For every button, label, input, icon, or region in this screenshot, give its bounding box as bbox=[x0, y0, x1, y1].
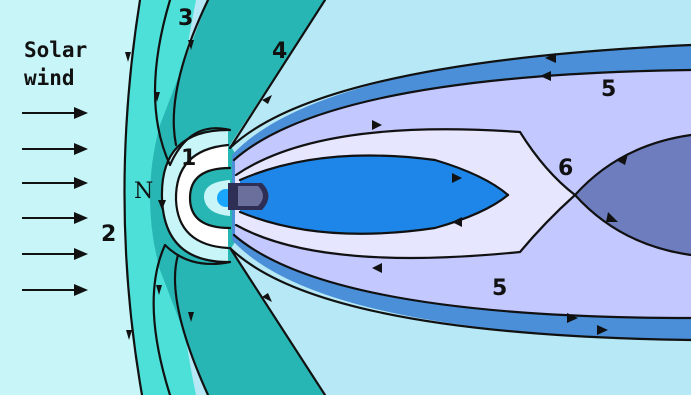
label-5-lower: 5 bbox=[492, 276, 507, 301]
label-6: 6 bbox=[558, 156, 573, 181]
label-n: N bbox=[134, 179, 153, 204]
label-5-upper: 5 bbox=[601, 77, 616, 102]
label-3: 3 bbox=[178, 6, 193, 31]
label-2: 2 bbox=[101, 222, 116, 247]
earth-tail-gray bbox=[238, 186, 263, 206]
title-wind: wind bbox=[24, 66, 75, 90]
label-1: 1 bbox=[181, 146, 196, 171]
title-solar: Solar bbox=[24, 38, 87, 62]
label-4: 4 bbox=[272, 39, 287, 64]
